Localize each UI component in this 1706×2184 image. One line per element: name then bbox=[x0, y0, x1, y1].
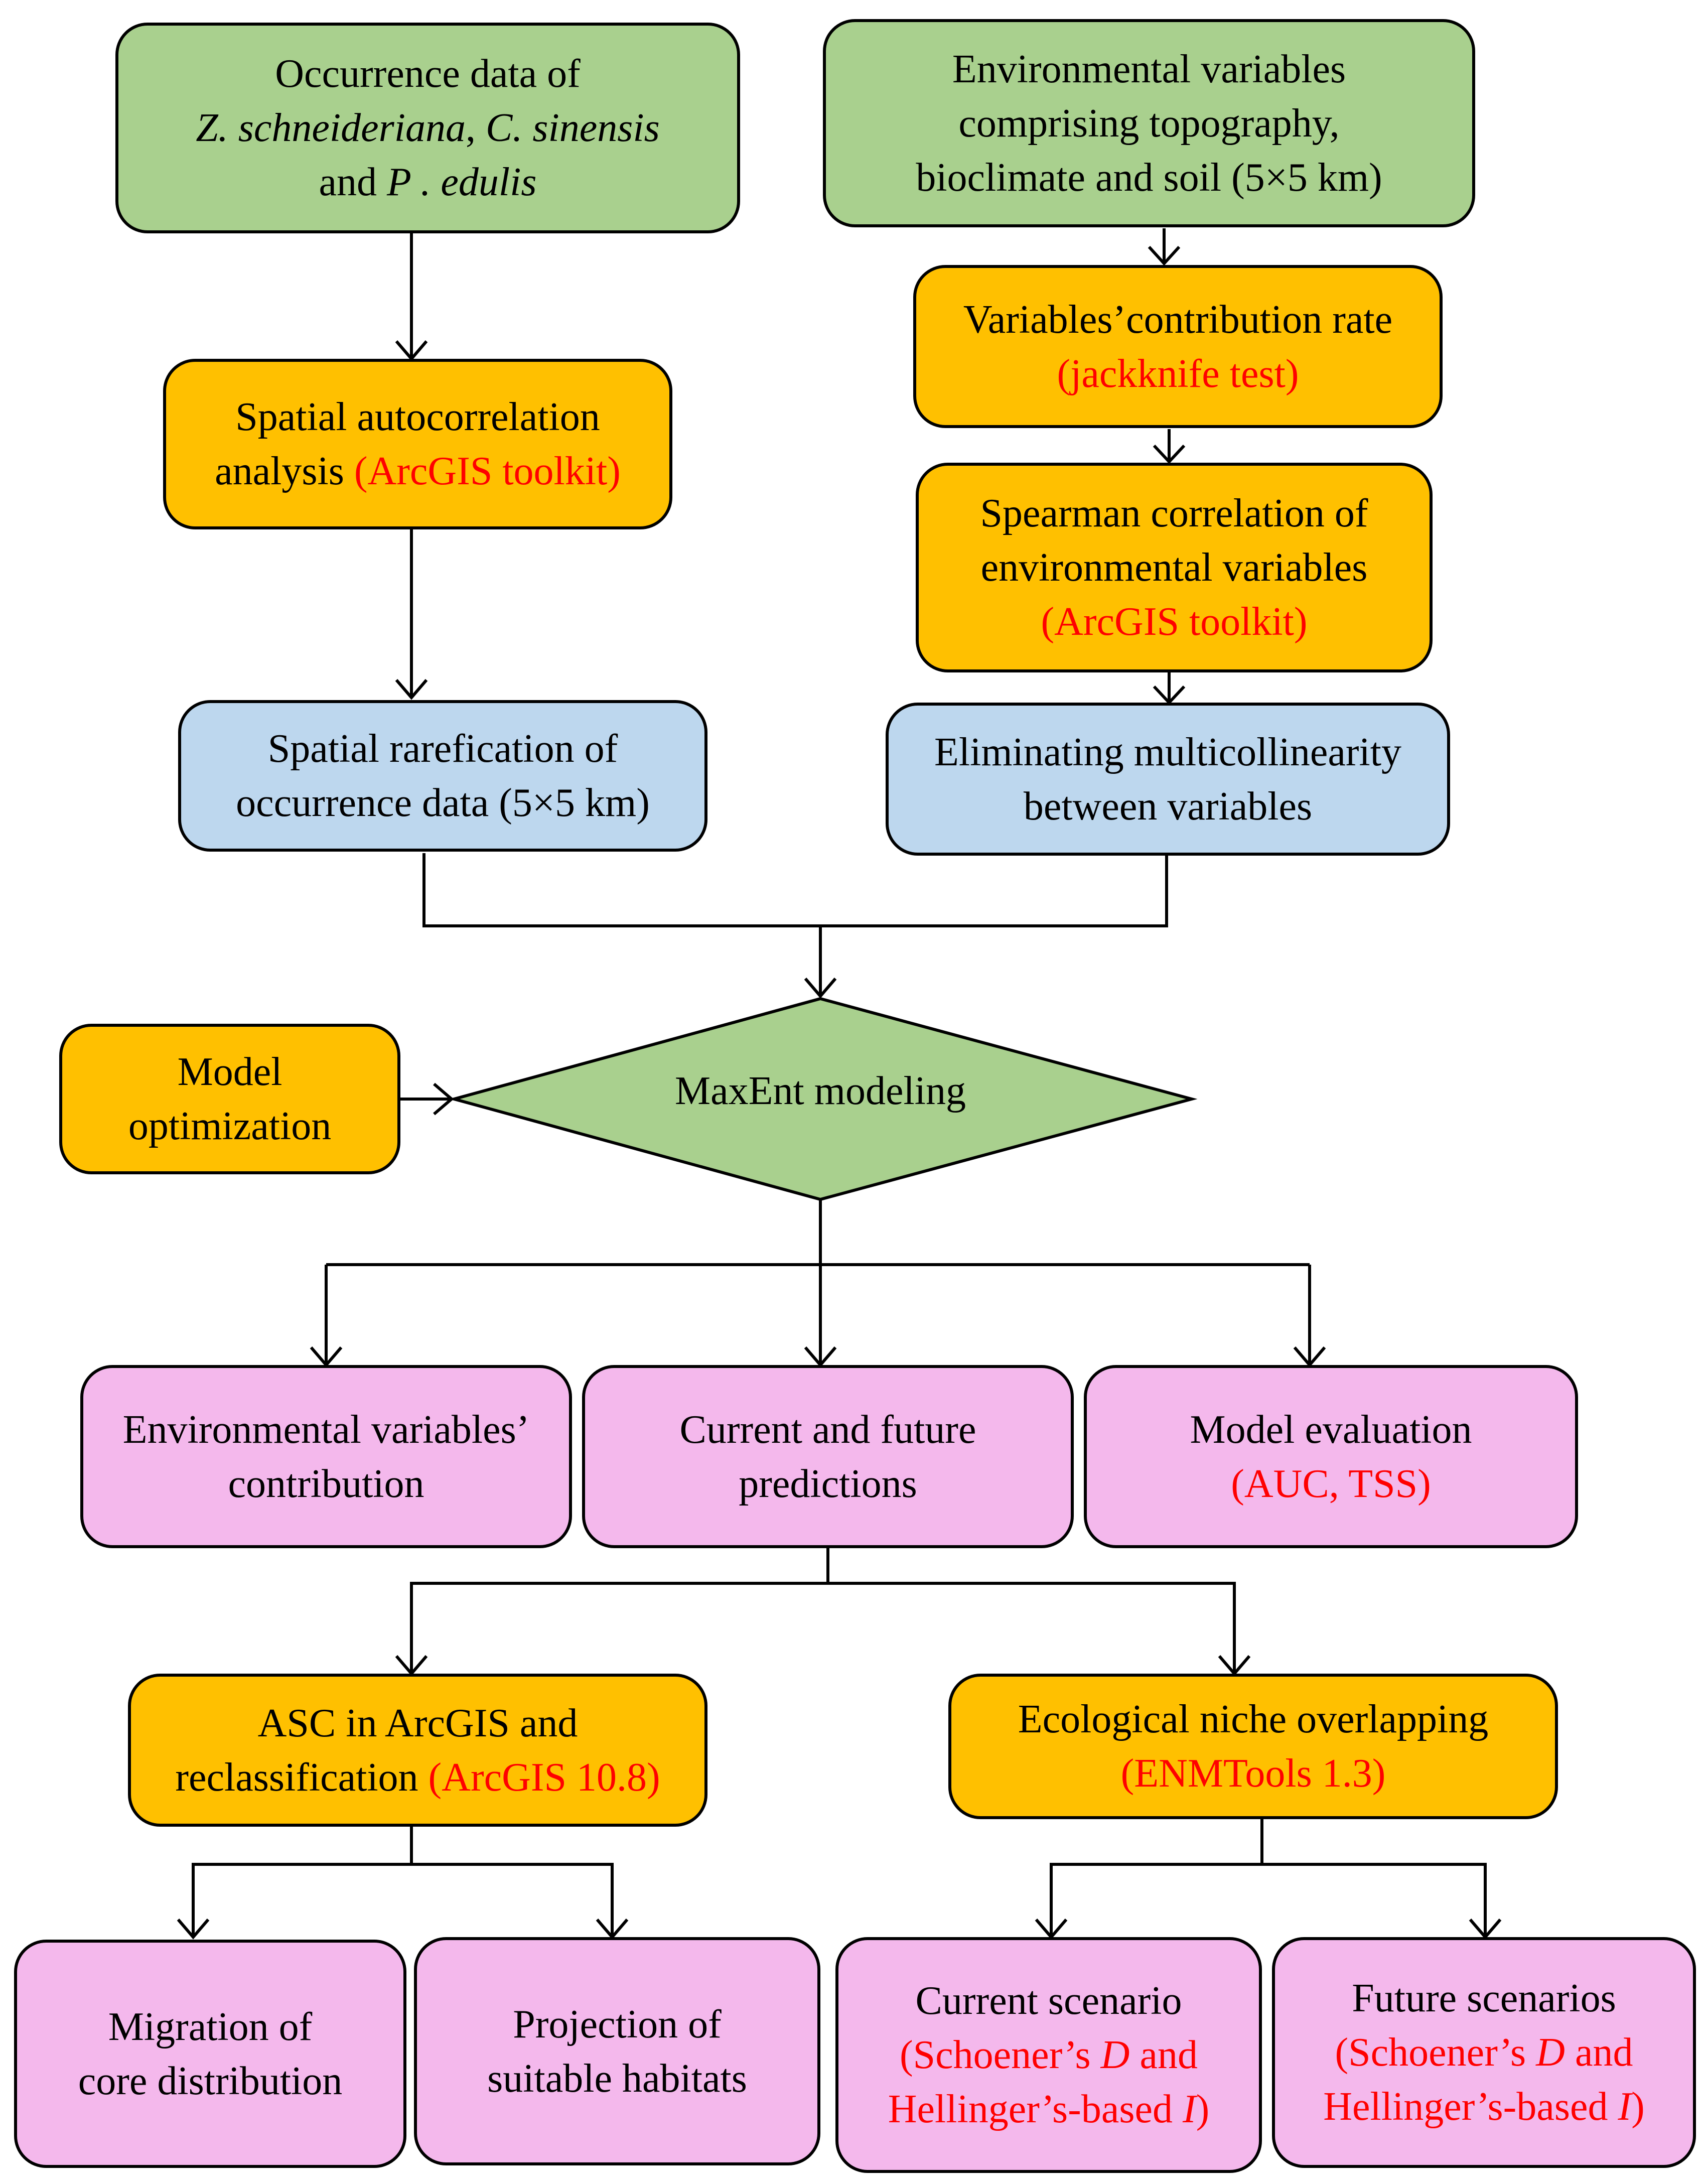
species-separator: , bbox=[466, 106, 486, 150]
evaluation-label: Model evaluation bbox=[1190, 1407, 1472, 1452]
migration-line-2: core distribution bbox=[78, 2059, 343, 2103]
env-line-2: comprising topography, bbox=[958, 101, 1340, 146]
maxent-label: MaxEnt modeling bbox=[675, 1069, 966, 1113]
current-scenario-p4: ) bbox=[1196, 2087, 1210, 2131]
migration-line-1: Migration of bbox=[108, 2004, 313, 2049]
projection-node: Projection of suitable habitats bbox=[414, 1937, 820, 2165]
spearman-line-2: environmental variables bbox=[980, 545, 1368, 590]
asc-line-2: reclassification bbox=[175, 1755, 418, 1800]
arrowhead bbox=[395, 679, 428, 700]
env-line-3: bioclimate and soil (5×5 km) bbox=[916, 155, 1382, 200]
evaluation-tool: (AUC, TSS) bbox=[1231, 1461, 1431, 1506]
arrowhead bbox=[804, 978, 837, 999]
asc-tool: (ArcGIS 10.8) bbox=[428, 1755, 660, 1800]
autocorr-line-1: Spatial autocorrelation bbox=[235, 395, 600, 439]
future-scenarios-node: Future scenarios (Schoener’s D and Helli… bbox=[1272, 1937, 1696, 2168]
environmental-variables-node: Environmental variables comprising topog… bbox=[823, 19, 1475, 227]
env-line-1: Environmental variables bbox=[952, 47, 1346, 91]
niche-overlapping-node: Ecological niche overlapping (ENMTools 1… bbox=[948, 1674, 1558, 1819]
projection-line-1: Projection of bbox=[513, 2002, 722, 2046]
predictions-line-2: predictions bbox=[739, 1461, 917, 1506]
predictions-split bbox=[410, 1548, 829, 1674]
future-scenarios-i: I bbox=[1618, 2085, 1632, 2129]
future-scenarios-p1: (Schoener’s bbox=[1335, 2030, 1536, 2075]
current-scenario-node: Current scenario (Schoener’s D and Helli… bbox=[835, 1937, 1262, 2173]
current-scenario-p1: (Schoener’s bbox=[900, 2033, 1101, 2077]
spatial-rarefication-node: Spatial rarefication of occurrence data … bbox=[178, 700, 707, 852]
rarefication-line-1: Spatial rarefication of bbox=[267, 727, 618, 771]
asc-split bbox=[192, 1827, 413, 1937]
contribution-rate-tool: (jackknife test) bbox=[1057, 351, 1299, 396]
spatial-autocorrelation-node: Spatial autocorrelation analysis (ArcGIS… bbox=[163, 359, 672, 529]
env-contribution-node: Environmental variables’ contribution bbox=[80, 1365, 572, 1548]
predictions-line-1: Current and future bbox=[679, 1407, 976, 1452]
current-scenario-d: D bbox=[1100, 2033, 1130, 2077]
autocorr-line-2: analysis bbox=[215, 449, 344, 493]
model-optimization-node: Model optimization bbox=[59, 1024, 400, 1174]
multicollinearity-node: Eliminating multicollinearity between va… bbox=[886, 703, 1450, 856]
future-scenarios-p3: Hellinger’s-based bbox=[1323, 2085, 1618, 2129]
migration-node: Migration of core distribution bbox=[14, 1940, 406, 2168]
merge-line bbox=[422, 853, 1168, 927]
spearman-correlation-node: Spearman correlation of environmental va… bbox=[916, 463, 1433, 672]
current-scenario-p3: Hellinger’s-based bbox=[888, 2087, 1183, 2131]
species-z-schneideriana: Z. schneideriana bbox=[196, 106, 466, 150]
species-c-sinensis: C. sinensis bbox=[486, 106, 660, 150]
asc-reclassification-node: ASC in ArcGIS and reclassification (ArcG… bbox=[128, 1674, 707, 1827]
contribution-rate-label: Variables’contribution rate bbox=[963, 297, 1393, 342]
autocorr-tool: (ArcGIS toolkit) bbox=[354, 449, 621, 493]
niche-label: Ecological niche overlapping bbox=[1018, 1697, 1489, 1741]
future-scenarios-p2: and bbox=[1565, 2030, 1633, 2075]
model-optimization-line-2: optimization bbox=[128, 1104, 332, 1148]
spearman-tool: (ArcGIS toolkit) bbox=[1041, 600, 1308, 644]
species-p-edulis: P . edulis bbox=[387, 160, 537, 204]
multicollinearity-line-1: Eliminating multicollinearity bbox=[934, 730, 1401, 774]
model-evaluation-node: Model evaluation (AUC, TSS) bbox=[1084, 1365, 1578, 1548]
future-scenarios-d: D bbox=[1536, 2030, 1565, 2075]
env-contribution-line-2: contribution bbox=[228, 1461, 424, 1506]
env-contribution-line-1: Environmental variables’ bbox=[122, 1407, 530, 1452]
species-and: and bbox=[319, 160, 387, 204]
predictions-node: Current and future predictions bbox=[582, 1365, 1074, 1548]
arrowhead bbox=[1153, 444, 1186, 464]
niche-split bbox=[1050, 1819, 1263, 1937]
contribution-rate-node: Variables’contribution rate (jackknife t… bbox=[913, 265, 1443, 428]
current-scenario-label: Current scenario bbox=[915, 1979, 1182, 2023]
current-scenario-i: I bbox=[1182, 2087, 1196, 2131]
future-scenarios-label: Future scenarios bbox=[1352, 1976, 1616, 2020]
rarefication-line-2: occurrence data (5×5 km) bbox=[236, 781, 650, 825]
occurrence-data-node: Occurrence data of Z. schneideriana, C. … bbox=[115, 23, 740, 233]
current-scenario-p2: and bbox=[1129, 2033, 1198, 2077]
future-scenarios-p4: ) bbox=[1631, 2085, 1645, 2129]
occurrence-title: Occurrence data of bbox=[275, 52, 581, 96]
model-optimization-line-1: Model bbox=[177, 1050, 282, 1094]
spearman-line-1: Spearman correlation of bbox=[980, 491, 1368, 535]
maxent-diamond bbox=[448, 997, 1198, 1201]
niche-tool: (ENMTools 1.3) bbox=[1120, 1751, 1386, 1796]
asc-line-1: ASC in ArcGIS and bbox=[257, 1701, 578, 1745]
projection-line-2: suitable habitats bbox=[487, 2056, 747, 2101]
arrowhead bbox=[1148, 245, 1181, 266]
arrowhead bbox=[177, 1919, 210, 1940]
multicollinearity-line-2: between variables bbox=[1023, 784, 1313, 829]
